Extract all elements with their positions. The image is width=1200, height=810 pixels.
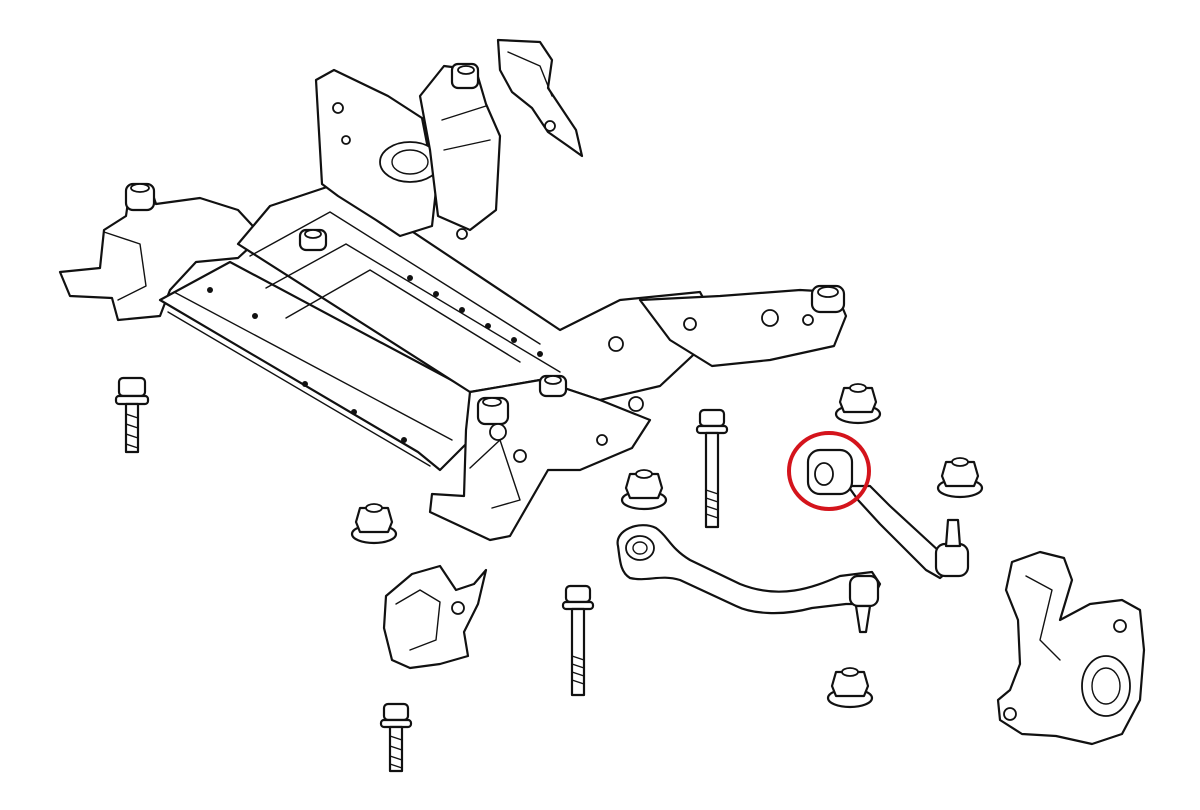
front-subframe <box>58 62 848 542</box>
flange-nut <box>936 457 984 499</box>
steering-knuckle <box>996 550 1146 746</box>
subframe-bracket-lower-left <box>382 564 488 670</box>
subframe-bolt <box>379 702 413 773</box>
flange-nut <box>350 503 398 545</box>
subframe-brace-top <box>496 38 584 158</box>
subframe-bolt <box>114 376 150 454</box>
flange-nut <box>826 667 874 709</box>
wishbone-control-arm <box>616 524 882 634</box>
highlighted-bushing[interactable] <box>787 431 871 511</box>
flange-nut <box>834 383 882 425</box>
tension-strut-arm <box>787 431 970 580</box>
flange-nut <box>620 469 668 511</box>
subframe-bolt <box>561 584 595 697</box>
subframe-bolt <box>695 408 729 529</box>
